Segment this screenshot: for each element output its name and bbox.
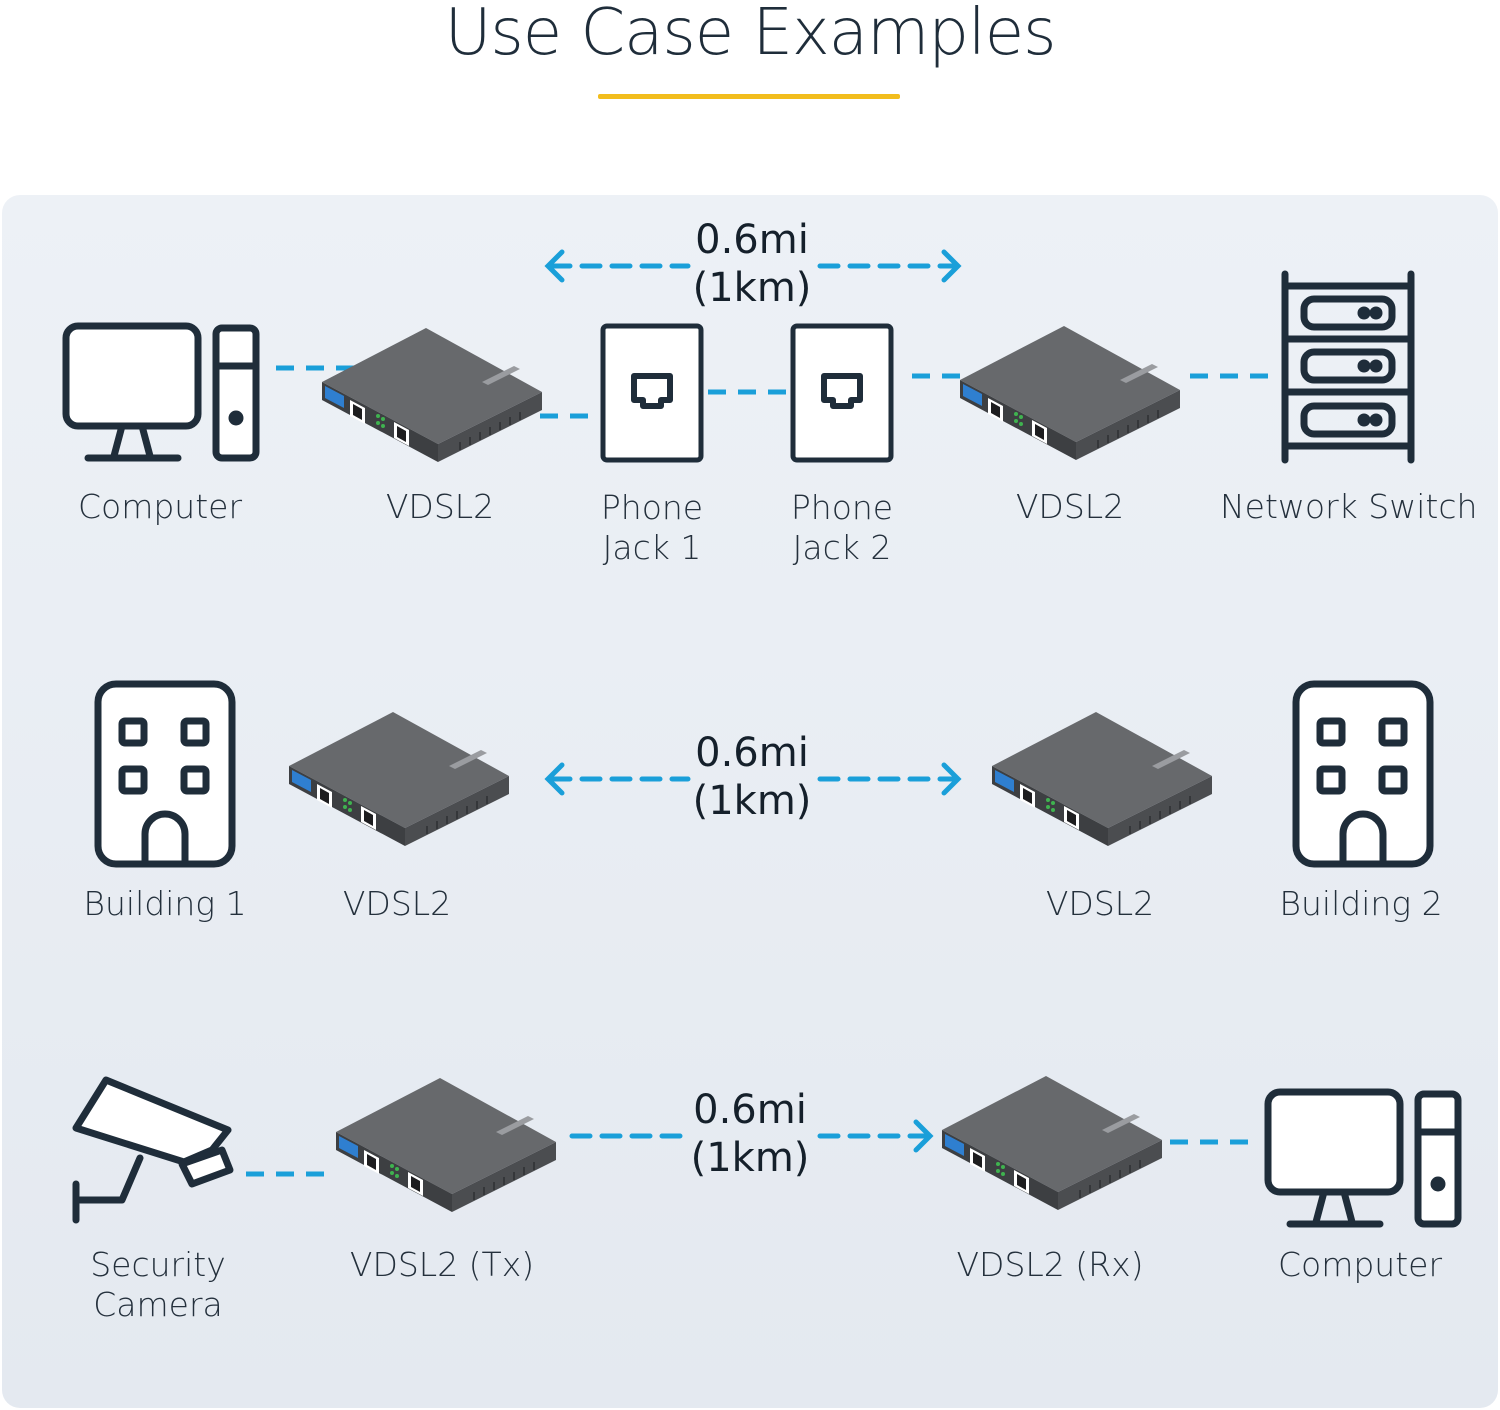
phone-jack-icon bbox=[603, 326, 701, 460]
row-1 bbox=[66, 249, 1415, 464]
vdsl2-device bbox=[959, 325, 1181, 461]
distance-label: 0.6mi (1km) bbox=[650, 1086, 850, 1182]
row-2 bbox=[98, 684, 1430, 864]
node-label-phone-jack-1: Phone Jack 1 bbox=[572, 488, 732, 568]
node-label-vdsl2: VDSL2 bbox=[385, 487, 495, 526]
node-label-vdsl2: VDSL2 bbox=[1015, 487, 1125, 526]
distance-miles: 0.6mi bbox=[693, 1087, 807, 1133]
arrow-head-left bbox=[544, 249, 565, 283]
computer-icon bbox=[1268, 1092, 1458, 1224]
label-line: Camera bbox=[93, 1285, 223, 1324]
phone-jack-icon bbox=[793, 326, 891, 460]
distance-label: 0.6mi (1km) bbox=[652, 729, 852, 825]
network-switch-icon bbox=[1281, 270, 1415, 464]
arrow-head-left bbox=[544, 762, 565, 796]
node-label-building-2: Building 2 bbox=[1279, 884, 1443, 923]
node-label-computer: Computer bbox=[1277, 1245, 1443, 1284]
distance-miles: 0.6mi bbox=[695, 217, 809, 263]
label-line: Phone bbox=[790, 488, 894, 527]
vdsl2-device bbox=[321, 327, 543, 463]
node-label-security-camera: Security Camera bbox=[58, 1245, 258, 1325]
node-label-network-switch: Network Switch bbox=[1220, 487, 1478, 526]
distance-miles: 0.6mi bbox=[695, 730, 809, 776]
label-line: Security bbox=[90, 1245, 226, 1284]
label-line: Jack 1 bbox=[602, 528, 702, 567]
vdsl2-device bbox=[941, 1075, 1163, 1211]
vdsl2-device bbox=[335, 1077, 557, 1213]
security-camera-icon bbox=[72, 1076, 234, 1224]
arrow-head-right bbox=[913, 1119, 934, 1153]
label-line: Phone bbox=[600, 488, 704, 527]
node-label-vdsl2: VDSL2 bbox=[342, 884, 452, 923]
distance-km: (1km) bbox=[692, 265, 812, 311]
arrow-head-right bbox=[941, 249, 962, 283]
building-icon bbox=[98, 684, 232, 864]
building-icon bbox=[1296, 684, 1430, 864]
vdsl2-device bbox=[991, 711, 1213, 847]
arrow-head-right bbox=[941, 762, 962, 796]
node-label-phone-jack-2: Phone Jack 2 bbox=[762, 488, 922, 568]
node-label-vdsl2: VDSL2 bbox=[1045, 884, 1155, 923]
row-3 bbox=[72, 1075, 1458, 1224]
distance-km: (1km) bbox=[690, 1135, 810, 1181]
page-title: Use Case Examples bbox=[444, 0, 1057, 70]
node-label-vdsl2-rx: VDSL2 (Rx) bbox=[956, 1245, 1144, 1284]
distance-km: (1km) bbox=[692, 778, 812, 824]
computer-icon bbox=[66, 326, 256, 458]
node-label-computer: Computer bbox=[77, 487, 243, 526]
node-label-vdsl2-tx: VDSL2 (Tx) bbox=[349, 1245, 535, 1284]
label-line: Jack 2 bbox=[792, 528, 892, 567]
node-label-building-1: Building 1 bbox=[83, 884, 247, 923]
vdsl2-device bbox=[288, 711, 510, 847]
distance-label: 0.6mi (1km) bbox=[652, 216, 852, 312]
title-underline bbox=[598, 94, 900, 99]
